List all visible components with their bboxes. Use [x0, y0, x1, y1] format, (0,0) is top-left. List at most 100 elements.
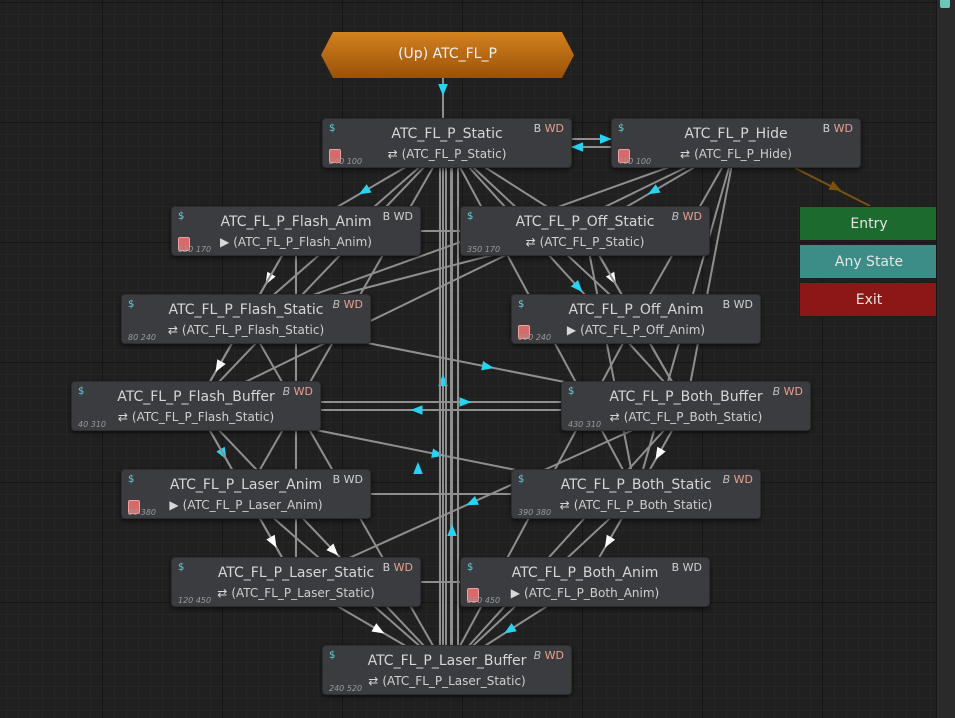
- transition-arrow-icon[interactable]: [447, 524, 457, 536]
- loop-icon: ⇄: [680, 147, 691, 161]
- state-flags: B WD: [773, 385, 803, 398]
- transition-arrow-icon[interactable]: [431, 448, 444, 458]
- state-flags: B WD: [672, 210, 702, 223]
- motion-label: (ATC_FL_P_Both_Static): [623, 410, 763, 424]
- script-icon: $: [78, 386, 85, 397]
- loop-icon: ⇄: [387, 147, 398, 161]
- transition-line[interactable]: [195, 142, 448, 407]
- script-icon: $: [178, 211, 185, 222]
- state-flags: B WD: [534, 649, 564, 662]
- state-node-off-static[interactable]: $ ATC_FL_P_Off_Static ⇄(ATC_FL_P_Static) B …: [460, 206, 710, 256]
- transition-arrow-icon[interactable]: [438, 84, 448, 96]
- state-node-laser-anim[interactable]: $ATC_FL_P_Laser_Anim▶(ATC_FL_P_Laser_Ani…: [121, 469, 371, 519]
- transition-arrow-icon[interactable]: [410, 405, 423, 415]
- transition-arrow-icon[interactable]: [358, 184, 372, 195]
- play-icon: ▶: [510, 586, 521, 600]
- transition-line[interactable]: [446, 405, 687, 671]
- transition-arrow-icon[interactable]: [481, 360, 494, 371]
- transition-arrow-icon[interactable]: [504, 623, 517, 634]
- right-scrollbar[interactable]: [936, 0, 955, 718]
- transition-arrow-icon[interactable]: [655, 446, 666, 460]
- transition-line[interactable]: [685, 142, 737, 407]
- state-flags: B WD: [534, 122, 564, 135]
- state-node-laser-static[interactable]: $ATC_FL_P_Laser_Static⇄(ATC_FL_P_Laser_S…: [171, 557, 421, 607]
- state-position: 80 240: [128, 333, 156, 342]
- transition-arrow-icon[interactable]: [413, 462, 423, 474]
- loop-icon: ⇄: [217, 586, 228, 600]
- loop-icon: ⇄: [117, 410, 128, 424]
- flag-wd: WD: [833, 122, 853, 135]
- transition-line[interactable]: [446, 142, 687, 407]
- state-node-flash-buffer[interactable]: $ATC_FL_P_Flash_Buffer⇄(ATC_FL_P_Flash_S…: [71, 381, 321, 431]
- scrollbar-thumb[interactable]: [940, 0, 950, 8]
- state-motion: ⇄(ATC_FL_P_Static): [323, 147, 571, 161]
- state-name: ATC_FL_P_Flash_Anim: [220, 214, 372, 230]
- transition-arrow-icon[interactable]: [459, 397, 472, 407]
- transition-arrow-icon[interactable]: [647, 184, 661, 195]
- state-motion: ⇄(ATC_FL_P_Flash_Static): [72, 410, 320, 424]
- state-name: ATC_FL_P_Both_Buffer: [609, 389, 763, 405]
- flag-wd: WD: [733, 298, 753, 311]
- state-motion: ▶(ATC_FL_P_Both_Anim): [461, 586, 709, 600]
- flag-wd: WD: [293, 385, 313, 398]
- transition-arrow-icon[interactable]: [828, 181, 842, 191]
- state-node-laser-buffer[interactable]: $ATC_FL_P_Laser_Buffer⇄(ATC_FL_P_Laser_S…: [322, 645, 572, 695]
- file-icon: [467, 588, 479, 602]
- transition-arrow-icon[interactable]: [266, 534, 277, 548]
- state-position: 350 450: [467, 596, 501, 605]
- motion-label: (ATC_FL_P_Laser_Anim): [182, 498, 323, 512]
- transition-line[interactable]: [195, 142, 737, 407]
- state-position: 120 450: [178, 596, 212, 605]
- loop-icon: ⇄: [559, 498, 570, 512]
- transition-line[interactable]: [195, 405, 448, 671]
- state-position: 120 170: [178, 245, 212, 254]
- state-node-off-anim[interactable]: $ATC_FL_P_Off_Anim▶(ATC_FL_P_Off_Anim)B …: [511, 294, 761, 344]
- file-icon: [518, 325, 530, 339]
- state-name: ATC_FL_P_Hide: [684, 126, 788, 142]
- entry-node[interactable]: Entry: [799, 206, 939, 241]
- state-position: 390 380: [518, 508, 552, 517]
- transition-arrow-icon[interactable]: [571, 142, 584, 152]
- state-node-both-anim[interactable]: $ATC_FL_P_Both_Anim▶(ATC_FL_P_Both_Anim)…: [460, 557, 710, 607]
- transition-arrow-icon[interactable]: [570, 279, 583, 293]
- state-node-flash-static[interactable]: $ATC_FL_P_Flash_Static⇄(ATC_FL_P_Flash_S…: [121, 294, 371, 344]
- state-motion: ⇄(ATC_FL_P_Static): [461, 235, 709, 249]
- flag-b: B: [822, 122, 831, 135]
- transition-arrow-icon[interactable]: [326, 543, 339, 556]
- state-node-both-buffer[interactable]: $ATC_FL_P_Both_Buffer⇄(ATC_FL_P_Both_Sta…: [561, 381, 811, 431]
- up-state-node[interactable]: (Up) ATC_FL_P: [321, 32, 574, 78]
- state-position: 80 380: [128, 508, 156, 517]
- transition-arrow-icon[interactable]: [215, 359, 226, 373]
- flag-b: B: [671, 210, 680, 223]
- transition-line[interactable]: [584, 230, 637, 495]
- state-position: 430 310: [568, 420, 602, 429]
- script-icon: $: [128, 299, 135, 310]
- exit-node[interactable]: Exit: [799, 282, 939, 317]
- script-icon: $: [467, 211, 474, 222]
- flag-wd: WD: [343, 298, 363, 311]
- state-name: ATC_FL_P_Off_Static: [515, 214, 655, 230]
- state-position: 350 170: [467, 245, 501, 254]
- play-icon: ▶: [169, 498, 179, 512]
- transition-arrow-icon[interactable]: [466, 495, 479, 506]
- motion-label: (ATC_FL_P_Hide): [694, 147, 792, 161]
- state-name: ATC_FL_P_Laser_Static: [217, 565, 375, 581]
- flag-b: B: [671, 561, 680, 574]
- flag-b: B: [282, 385, 291, 398]
- any-state-node[interactable]: Any State: [799, 244, 939, 279]
- script-icon: $: [329, 650, 336, 661]
- state-flags: B WD: [333, 298, 363, 311]
- script-icon: $: [467, 562, 474, 573]
- flag-wd: WD: [682, 210, 702, 223]
- state-node-flash-anim[interactable]: $ATC_FL_P_Flash_Anim▶(ATC_FL_P_Flash_Ani…: [171, 206, 421, 256]
- transition-arrow-icon[interactable]: [604, 534, 616, 548]
- transition-arrow-icon[interactable]: [371, 623, 385, 634]
- motion-label: (ATC_FL_P_Static): [401, 147, 507, 161]
- state-node-both-static[interactable]: $ATC_FL_P_Both_Static⇄(ATC_FL_P_Both_Sta…: [511, 469, 761, 519]
- transition-arrow-icon[interactable]: [599, 134, 612, 144]
- flag-wd: WD: [393, 210, 413, 223]
